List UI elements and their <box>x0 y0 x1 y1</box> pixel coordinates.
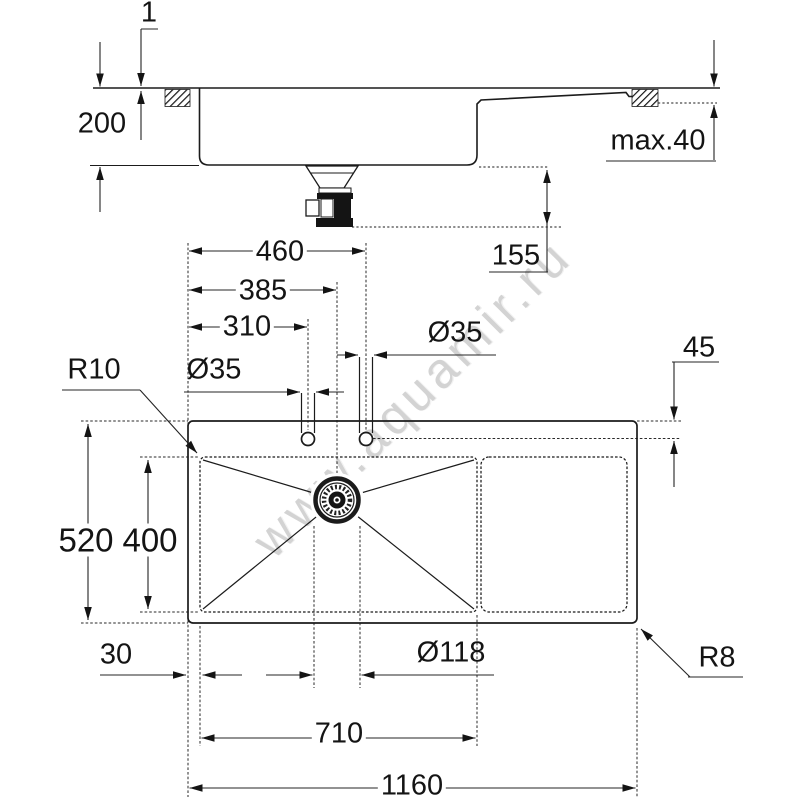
dim-outer-radius-label: R8 <box>698 641 736 674</box>
dim-bowl-depth-label: 200 <box>74 109 130 139</box>
dim-tap-dia-right-label: Ø35 <box>427 316 483 349</box>
dim-bowl-radius-label: R10 <box>67 353 121 386</box>
side-view-dimensions <box>96 28 718 273</box>
tap-hole-left <box>300 431 316 447</box>
dim-overall-width-label: 520 <box>55 523 117 557</box>
tap-hole-right <box>358 431 374 447</box>
drain-trap <box>304 165 360 227</box>
dim-countertop-max-label: max.40 <box>610 124 706 157</box>
dim-drain-dia-label: Ø118 <box>416 636 486 669</box>
dim-bowl-width-label: 400 <box>119 523 181 557</box>
side-section-view <box>90 87 720 228</box>
basin-profile <box>198 88 633 166</box>
extension-lines <box>81 243 681 797</box>
dim-tap-span-label: 460 <box>252 237 308 267</box>
dim-trap-depth-label: 155 <box>491 239 541 272</box>
dim-overall-length-label: 1160 <box>377 771 447 800</box>
dim-tap-offset-label: 310 <box>219 312 275 342</box>
dim-bowl-length-label: 710 <box>311 719 367 749</box>
tap-hole-stems <box>300 357 374 433</box>
drainboard-outline <box>480 456 628 613</box>
dim-rim-height-label: 1 <box>140 0 158 29</box>
dim-edge-gap-label: 30 <box>99 638 133 671</box>
bowl-outline <box>199 456 478 613</box>
plan-view-dimensions <box>84 361 743 792</box>
plan-view <box>187 357 638 624</box>
sink-outline <box>187 420 638 624</box>
mounting-clip-left <box>164 89 191 107</box>
dim-drain-offset-label: 385 <box>235 276 291 306</box>
dim-tap-dia-left-label: Ø35 <box>186 353 242 386</box>
mounting-clip-right <box>631 89 659 107</box>
drain-circle <box>310 473 364 527</box>
dim-rim-width-label: 45 <box>682 331 716 364</box>
